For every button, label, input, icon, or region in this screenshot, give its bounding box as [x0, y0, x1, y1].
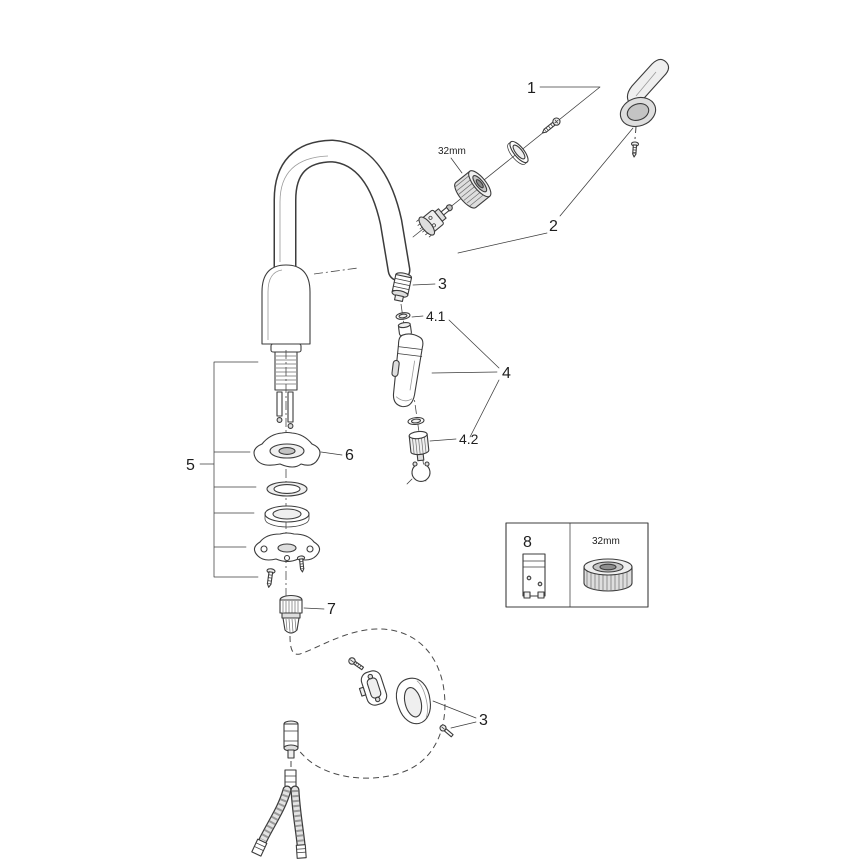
faucet-body-group	[261, 139, 413, 429]
callout-6: 6	[345, 447, 354, 464]
callout-lines-handle-cartridge	[412, 86, 634, 254]
callout-4-1: 4.1	[426, 308, 446, 324]
check-valve-washer	[407, 416, 425, 426]
hose-end-fitting	[295, 844, 307, 859]
spray-head-assembly: 4.1 4 4.2	[391, 303, 511, 485]
wall-holder-assembly: 3	[348, 657, 488, 738]
handle-screw	[630, 141, 640, 158]
service-kit-box: 8 32mm	[505, 522, 649, 608]
spray-head	[391, 333, 424, 408]
cartridge-cap	[454, 170, 492, 209]
handle-assembly	[619, 58, 670, 158]
holder-screw	[348, 657, 365, 671]
callout-8: 8	[523, 534, 532, 551]
cartridge-ring	[507, 140, 529, 165]
cartridge	[416, 204, 453, 238]
escutcheon	[253, 431, 321, 468]
hose-coupling	[283, 720, 299, 759]
check-valve	[408, 430, 430, 462]
handle-set-screw	[541, 117, 561, 134]
service-kit-ring	[583, 558, 633, 592]
hose-connector-group: 7	[279, 594, 336, 634]
callout-7: 7	[327, 601, 336, 618]
callout-4: 4	[502, 365, 511, 382]
supply-stem	[276, 391, 283, 417]
callout-2: 2	[549, 218, 558, 235]
holder-screw	[439, 724, 454, 738]
retaining-clip	[406, 461, 431, 485]
cartridge-assembly: 32mm	[416, 117, 561, 238]
o-ring	[266, 481, 308, 497]
cartridge-cap-size-label: 32mm	[438, 146, 466, 157]
mounting-plate	[253, 532, 321, 563]
hose-fitting	[284, 769, 297, 789]
socket-tool	[522, 553, 546, 599]
callout-3-hose-nipple: 3	[438, 276, 447, 293]
mounting-screw	[296, 555, 306, 573]
callout-5: 5	[186, 457, 195, 474]
callout-4-2: 4.2	[459, 431, 479, 447]
mounting-screw	[266, 568, 276, 588]
spacer-ring	[264, 505, 310, 528]
service-kit-ring-size-label: 32mm	[592, 536, 620, 547]
pullout-hose	[283, 628, 446, 788]
spray-button	[391, 359, 400, 377]
supply-hoses	[251, 769, 307, 859]
mounting-assembly: 5 6	[186, 350, 354, 600]
spray-washer	[395, 312, 411, 320]
supply-stem	[287, 391, 294, 423]
callout-1: 1	[527, 80, 536, 97]
holder-cover	[395, 677, 431, 725]
hose-nipple	[391, 272, 413, 303]
faucet-body	[261, 264, 311, 345]
hose-end-fitting	[251, 838, 268, 857]
callout-3-wall-holder: 3	[479, 712, 488, 729]
holder-clamp	[358, 670, 388, 706]
